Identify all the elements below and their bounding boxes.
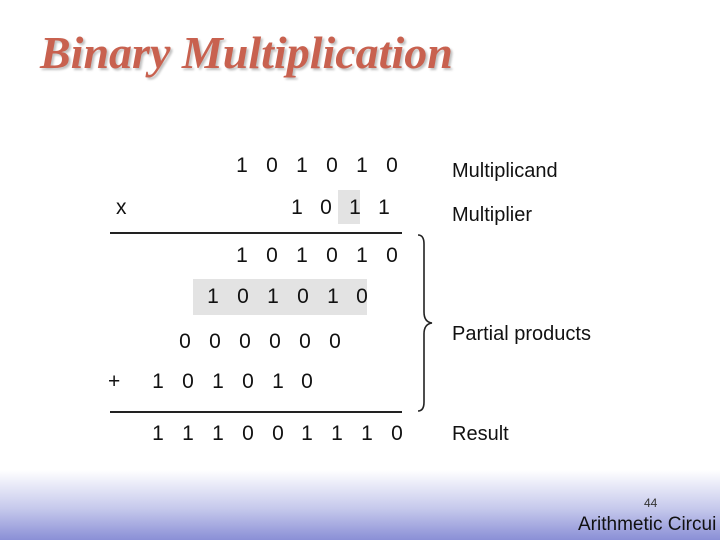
partial-product-row: 1 0 1 0 1 0 [0, 279, 420, 315]
digit: 1 [361, 422, 373, 445]
digit: 1 [152, 370, 164, 393]
multiplier-row: 1 0 1 1 [0, 190, 420, 226]
digit: 0 [239, 330, 251, 353]
digit: 0 [272, 422, 284, 445]
digit: 0 [329, 330, 341, 353]
partial-product-row: 1 0 1 0 1 0 [0, 238, 420, 274]
times-symbol: x [116, 196, 127, 219]
digit: 1 [378, 196, 390, 219]
top-rule [110, 232, 402, 234]
digit: 1 [152, 422, 164, 445]
digit: 0 [391, 422, 403, 445]
partial-products-label: Partial products [452, 323, 591, 345]
digit: 1 [212, 422, 224, 445]
digit: 1 [267, 285, 279, 308]
digit: 0 [299, 330, 311, 353]
digit: 0 [326, 244, 338, 267]
digit: 1 [236, 244, 248, 267]
partial-products-brace [417, 234, 433, 412]
multiplicand-label: Multiplicand [452, 160, 558, 182]
digit: 1 [331, 422, 343, 445]
footer-band [0, 470, 720, 540]
digit: 0 [386, 244, 398, 267]
result-row: 1 1 1 0 0 1 1 1 0 [0, 416, 420, 452]
digit: 1 [207, 285, 219, 308]
digit: 1 [212, 370, 224, 393]
digit: 0 [269, 330, 281, 353]
multiplier-bit-highlight [338, 190, 360, 224]
digit: 1 [301, 422, 313, 445]
digit: 0 [242, 370, 254, 393]
digit: 0 [356, 285, 368, 308]
digit: 1 [356, 244, 368, 267]
slide-title: Binary Multiplication [40, 27, 453, 78]
course-title: Arithmetic Circui [578, 514, 717, 535]
digit: 0 [237, 285, 249, 308]
page-number: 44 [644, 496, 658, 510]
digit: 0 [301, 370, 313, 393]
digit: 0 [179, 330, 191, 353]
digit: 0 [209, 330, 221, 353]
digit: 0 [386, 154, 398, 177]
digit: 1 [327, 285, 339, 308]
digit: 1 [296, 154, 308, 177]
digit: 0 [242, 422, 254, 445]
bottom-rule [110, 411, 402, 413]
partial-product-row: 0 0 0 0 0 0 [0, 324, 420, 360]
digit: 1 [291, 196, 303, 219]
digit: 1 [356, 154, 368, 177]
partial-product-row: 1 0 1 0 1 0 [0, 364, 420, 400]
multiplicand-row: 1 0 1 0 1 0 [0, 148, 420, 184]
digit: 1 [272, 370, 284, 393]
digit: 0 [266, 154, 278, 177]
plus-symbol: + [108, 370, 121, 393]
digit: 0 [297, 285, 309, 308]
digit: 0 [266, 244, 278, 267]
digit: 0 [182, 370, 194, 393]
partial-product-highlight [193, 279, 367, 315]
digit: 1 [349, 196, 361, 219]
result-label: Result [452, 423, 509, 445]
digit: 1 [182, 422, 194, 445]
digit: 0 [320, 196, 332, 219]
multiplier-label: Multiplier [452, 204, 533, 226]
digit: 1 [236, 154, 248, 177]
digit: 1 [296, 244, 308, 267]
digit: 0 [326, 154, 338, 177]
